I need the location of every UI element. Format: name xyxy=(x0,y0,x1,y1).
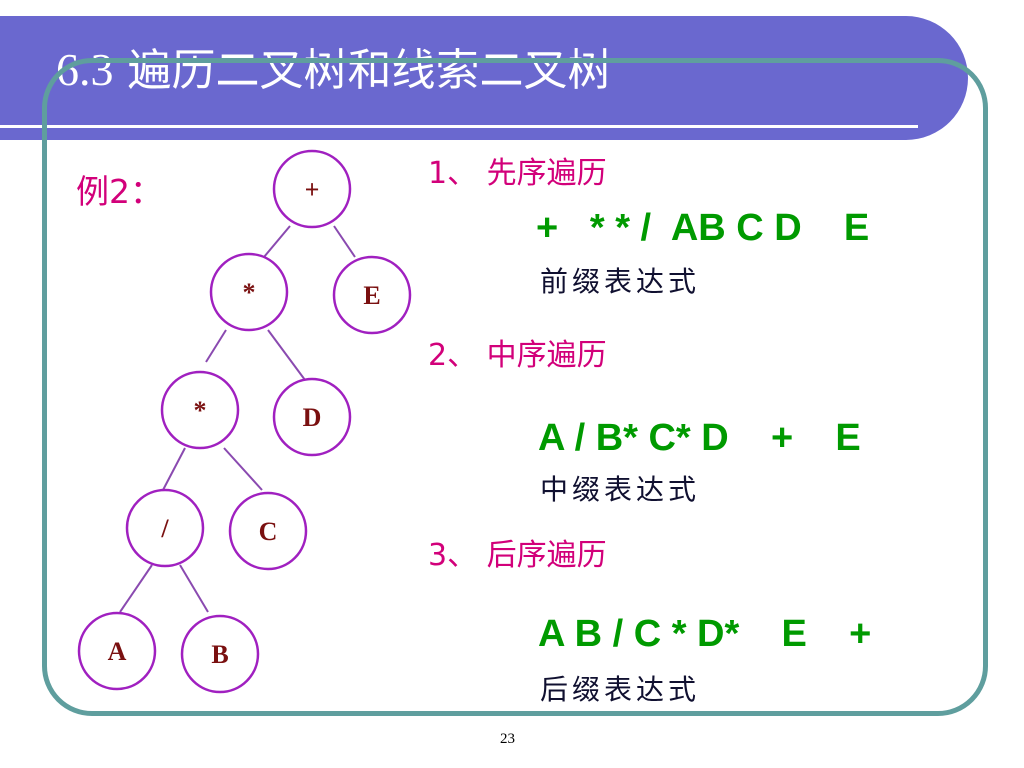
tree-node-label: B xyxy=(211,640,228,669)
inorder-expression: A / B* C* D + E xyxy=(538,417,861,459)
tree-edge xyxy=(205,329,227,363)
infix-expression-label: 中缀表达式 xyxy=(540,473,701,506)
tree-edge xyxy=(162,447,186,491)
title-bar xyxy=(0,16,968,140)
tree-edge xyxy=(267,329,306,381)
tree-edge xyxy=(223,447,263,491)
tree-node-circle xyxy=(180,614,260,694)
tree-node-circle xyxy=(272,377,352,457)
postorder-heading: 3、 后序遍历 xyxy=(428,538,607,573)
preorder-expression: + * * / AB C D E xyxy=(536,207,870,249)
preorder-heading: 1、 先序遍历 xyxy=(428,156,607,191)
tree-node-circle xyxy=(125,488,205,568)
tree-node-circle xyxy=(160,370,240,450)
tree-node-circle xyxy=(272,149,352,229)
tree-node-circle xyxy=(209,252,289,332)
postfix-expression-label: 后缀表达式 xyxy=(540,673,701,706)
tree-node-circle xyxy=(332,255,412,335)
tree-node-label: / xyxy=(160,514,169,543)
tree-node-circle xyxy=(228,491,308,571)
section-title: 遍历二叉树和线索二叉树 xyxy=(127,45,612,96)
tree-edge xyxy=(263,225,291,258)
tree-node-label: E xyxy=(363,281,380,310)
prefix-expression-label: 前缀表达式 xyxy=(540,265,701,298)
tree-node-circle xyxy=(77,611,157,691)
tree-node-label: C xyxy=(259,517,278,546)
content-frame xyxy=(42,58,988,716)
tree-node-label: A xyxy=(108,637,127,666)
tree-node-label: + xyxy=(305,175,320,204)
tree-edge xyxy=(119,564,153,613)
tree-node-label: * xyxy=(194,396,207,425)
binary-tree-diagram: + * E * D / C A B xyxy=(77,149,412,694)
tree-node-label: * xyxy=(243,278,256,307)
inorder-heading: 2、 中序遍历 xyxy=(428,338,607,373)
tree-edge xyxy=(179,564,209,613)
title-divider xyxy=(0,125,918,128)
page-number: 23 xyxy=(500,731,515,747)
example-label: 例2： xyxy=(76,172,163,211)
tree-edge xyxy=(333,225,356,258)
tree-node-label: D xyxy=(303,403,322,432)
postorder-expression: A B / C * D* E + xyxy=(538,613,872,655)
